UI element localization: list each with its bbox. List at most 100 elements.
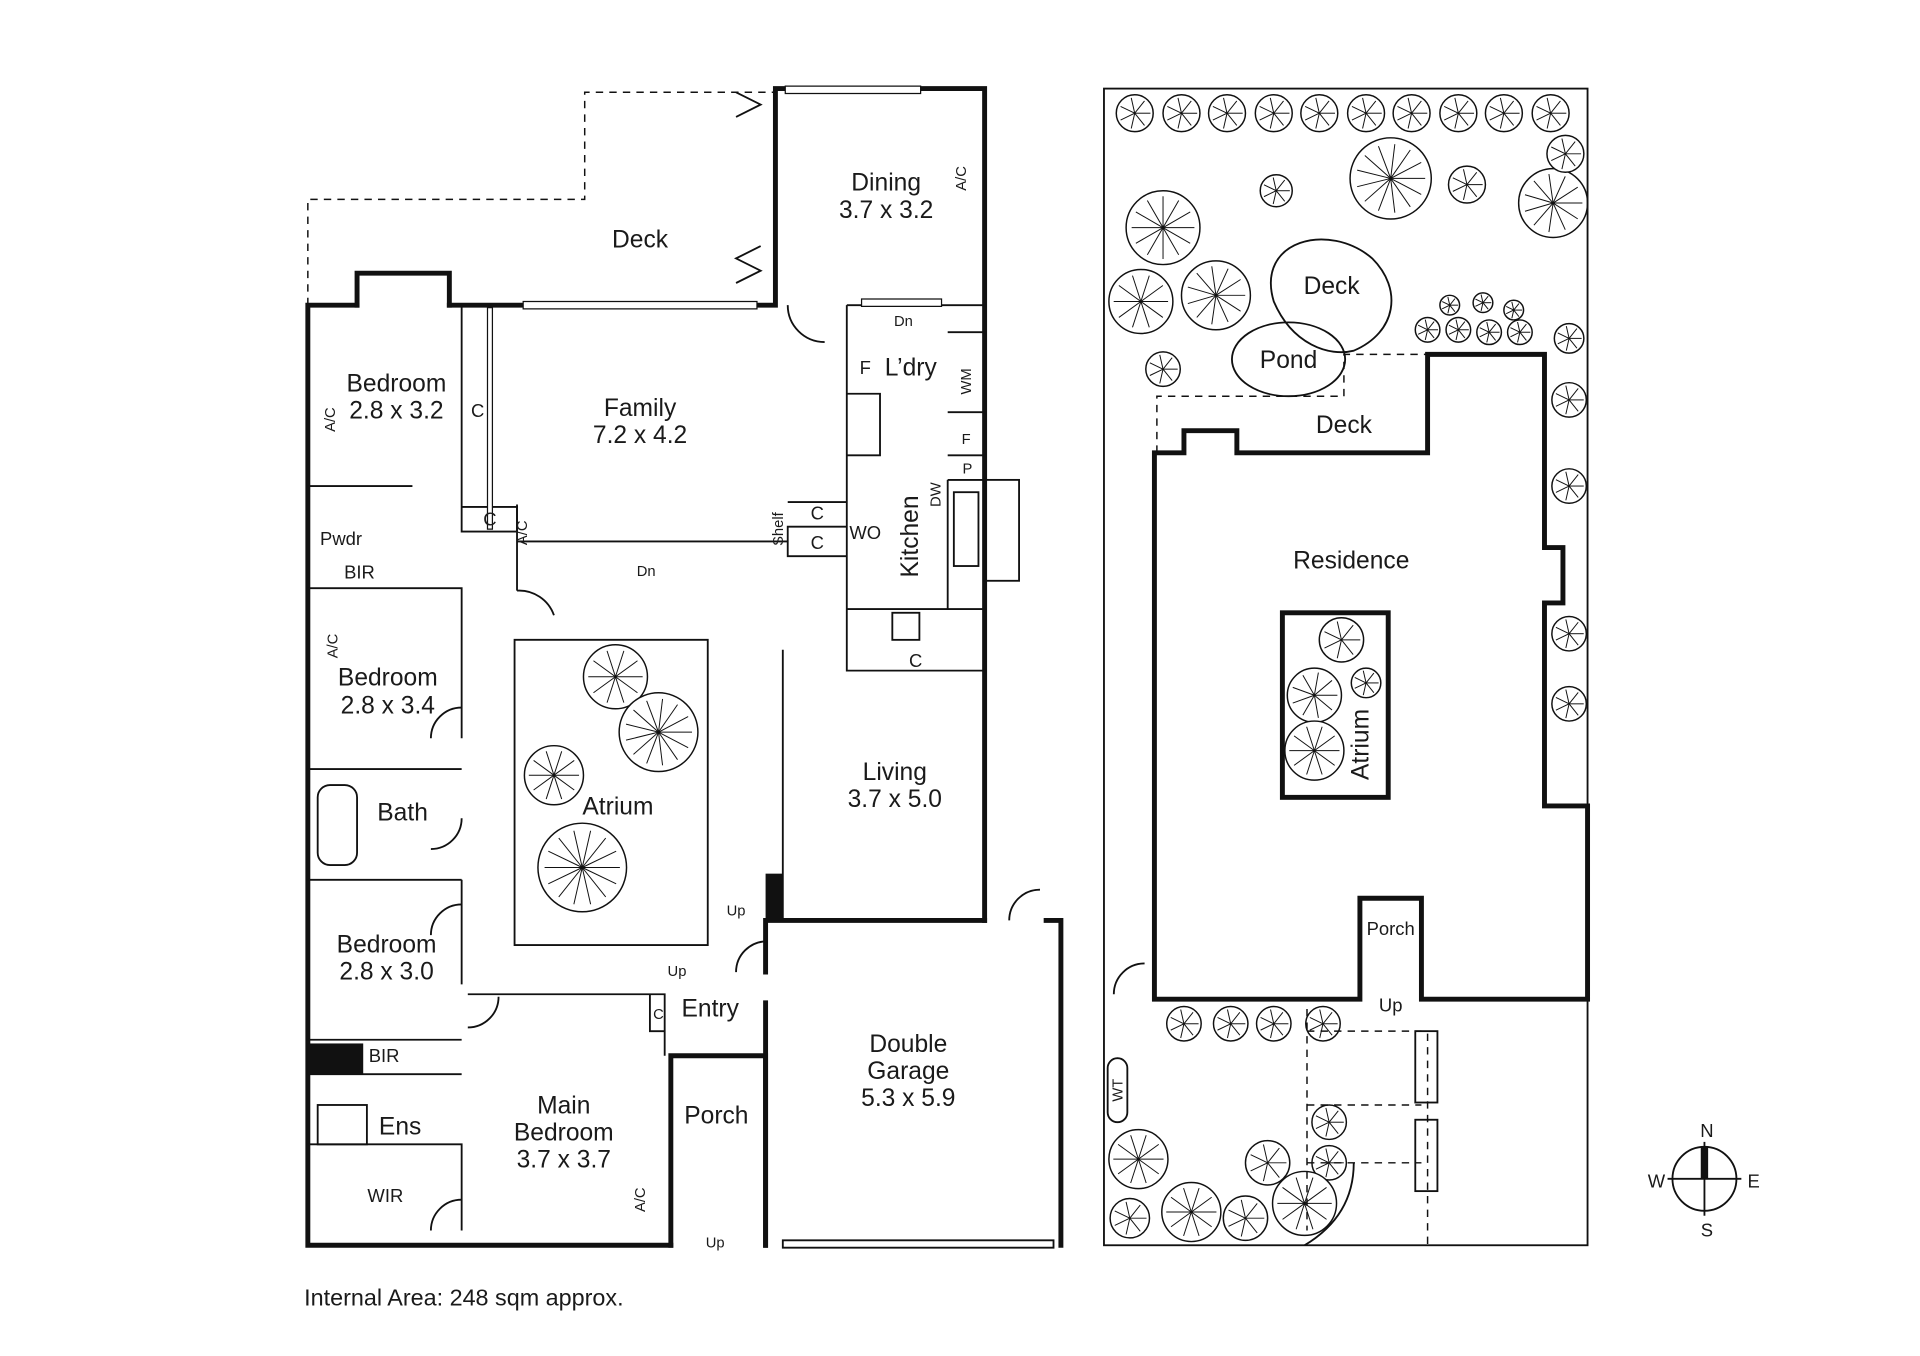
tree-icon bbox=[1439, 294, 1461, 316]
interior-walls bbox=[307, 85, 1041, 1231]
pantry-label: P bbox=[962, 462, 972, 478]
tree-icon bbox=[1125, 189, 1201, 266]
tree-icon bbox=[1506, 319, 1533, 346]
bedroom-1-size: 2.8 x 3.2 bbox=[349, 397, 443, 424]
tree-icon bbox=[1551, 615, 1588, 652]
site-deck-lower-label: Deck bbox=[1316, 412, 1373, 439]
site-boundary bbox=[1103, 87, 1589, 1247]
cupboard-label: C bbox=[811, 502, 824, 523]
tree-icon bbox=[1546, 134, 1585, 174]
internal-area-note: Internal Area: 248 sqm approx. bbox=[304, 1285, 623, 1311]
compass-e: E bbox=[1748, 1170, 1760, 1191]
tree-icon bbox=[1551, 468, 1588, 505]
tree-icon bbox=[1300, 94, 1339, 133]
tree-icon bbox=[1108, 1128, 1169, 1190]
wir-label: WIR bbox=[367, 1185, 403, 1206]
dining-label: Dining bbox=[851, 170, 921, 197]
compass-s: S bbox=[1701, 1220, 1713, 1241]
garage-label-2: Garage bbox=[867, 1058, 949, 1085]
tree-icon bbox=[1503, 299, 1525, 321]
site-deck-upper-label: Deck bbox=[1304, 273, 1361, 300]
tree-icon bbox=[1553, 322, 1585, 354]
site-pond-label: Pond bbox=[1260, 347, 1317, 374]
tree-icon bbox=[1212, 1005, 1249, 1042]
tree-icon bbox=[1551, 381, 1588, 418]
main-bedroom-label-1: Main bbox=[537, 1093, 590, 1120]
tree-icon bbox=[1447, 165, 1487, 204]
deck-shape bbox=[1270, 238, 1393, 354]
tree-icon bbox=[582, 644, 649, 710]
ac-label: A/C bbox=[633, 1187, 649, 1212]
exterior-walls bbox=[305, 86, 1064, 1249]
wall-oven-label: WO bbox=[849, 522, 881, 543]
floor-plan: Deck Dining 3.7 x 3.2 Family 7.2 x 4.2 B… bbox=[305, 85, 1064, 1252]
garage-size: 5.3 x 5.9 bbox=[861, 1085, 955, 1112]
tree-icon bbox=[1222, 1195, 1269, 1242]
tree-icon bbox=[1255, 1005, 1292, 1042]
compass-n: N bbox=[1700, 1120, 1713, 1141]
tree-icon bbox=[1161, 1181, 1222, 1243]
tree-icon bbox=[1180, 260, 1252, 331]
tree-icon bbox=[1108, 268, 1174, 335]
tree-icon bbox=[1350, 667, 1382, 699]
tree-icon bbox=[1392, 94, 1431, 133]
atrium-outline bbox=[1279, 610, 1391, 800]
tree-icon bbox=[1207, 94, 1247, 133]
bedroom-2-label: Bedroom bbox=[338, 664, 438, 691]
site-residence-label: Residence bbox=[1293, 547, 1409, 574]
tree-icon bbox=[1115, 94, 1154, 133]
tree-icon bbox=[1484, 94, 1524, 133]
cupboard-label: C bbox=[483, 508, 496, 529]
residence-outline bbox=[1151, 351, 1591, 1002]
family-label: Family bbox=[604, 395, 677, 422]
cupboard-label: C bbox=[811, 532, 824, 553]
ac-label: A/C bbox=[515, 520, 531, 545]
tree-icon bbox=[1259, 173, 1293, 208]
main-bedroom-label-2: Bedroom bbox=[514, 1120, 614, 1147]
cupboard-label: C bbox=[909, 650, 922, 671]
tree-icon bbox=[1311, 1104, 1348, 1141]
tree-icon bbox=[1531, 94, 1570, 133]
tree-icon bbox=[1349, 137, 1433, 220]
kitchen-label: Kitchen bbox=[897, 495, 924, 577]
tree-icon bbox=[1445, 316, 1472, 343]
up-label: Up bbox=[668, 964, 687, 980]
tree-icon bbox=[1472, 292, 1494, 314]
cupboard-label: C bbox=[471, 400, 484, 421]
fridge-label: F bbox=[962, 432, 971, 448]
compass: N S E W bbox=[1648, 1120, 1760, 1241]
atrium-label: Atrium bbox=[582, 794, 653, 821]
ac-label: A/C bbox=[954, 166, 970, 191]
bedroom-3-label: Bedroom bbox=[337, 931, 437, 958]
tree-icon bbox=[1271, 1170, 1338, 1237]
site-atrium-label: Atrium bbox=[1348, 709, 1375, 780]
ac-label: A/C bbox=[325, 633, 341, 658]
bir-label-1: BIR bbox=[344, 561, 375, 582]
deck-label: Deck bbox=[612, 226, 669, 253]
tree-icon bbox=[1318, 616, 1365, 663]
washing-machine-label: WM bbox=[959, 368, 975, 394]
bedroom-2-size: 2.8 x 3.4 bbox=[341, 693, 435, 720]
bir-label-2: BIR bbox=[369, 1045, 400, 1066]
deck-outline bbox=[307, 91, 776, 306]
up-label: Up bbox=[727, 903, 746, 919]
tree-icon bbox=[1244, 1139, 1291, 1186]
main-bedroom-size: 3.7 x 3.7 bbox=[517, 1147, 611, 1174]
fixture-labels: A/C A/C A/C A/C A/C C C C C C C F F P DW… bbox=[323, 166, 975, 1252]
ensuite-label: Ens bbox=[379, 1114, 421, 1141]
trees-layer bbox=[523, 94, 1589, 1243]
laundry-label: L’dry bbox=[885, 354, 938, 381]
dishwasher-label: DW bbox=[928, 482, 944, 507]
living-size: 3.7 x 5.0 bbox=[848, 786, 942, 813]
water-tank-label: WT bbox=[1110, 1079, 1126, 1102]
tree-icon bbox=[1162, 94, 1201, 133]
room-labels: Deck Dining 3.7 x 3.2 Family 7.2 x 4.2 B… bbox=[320, 170, 955, 1206]
tree-icon bbox=[1145, 351, 1181, 388]
tree-icon bbox=[1286, 667, 1343, 724]
tree-icon bbox=[1439, 94, 1478, 133]
site-up-label: Up bbox=[1379, 994, 1403, 1015]
bedroom-3-size: 2.8 x 3.0 bbox=[339, 958, 433, 985]
tree-icon bbox=[1414, 316, 1441, 343]
up-label: Up bbox=[706, 1236, 725, 1252]
